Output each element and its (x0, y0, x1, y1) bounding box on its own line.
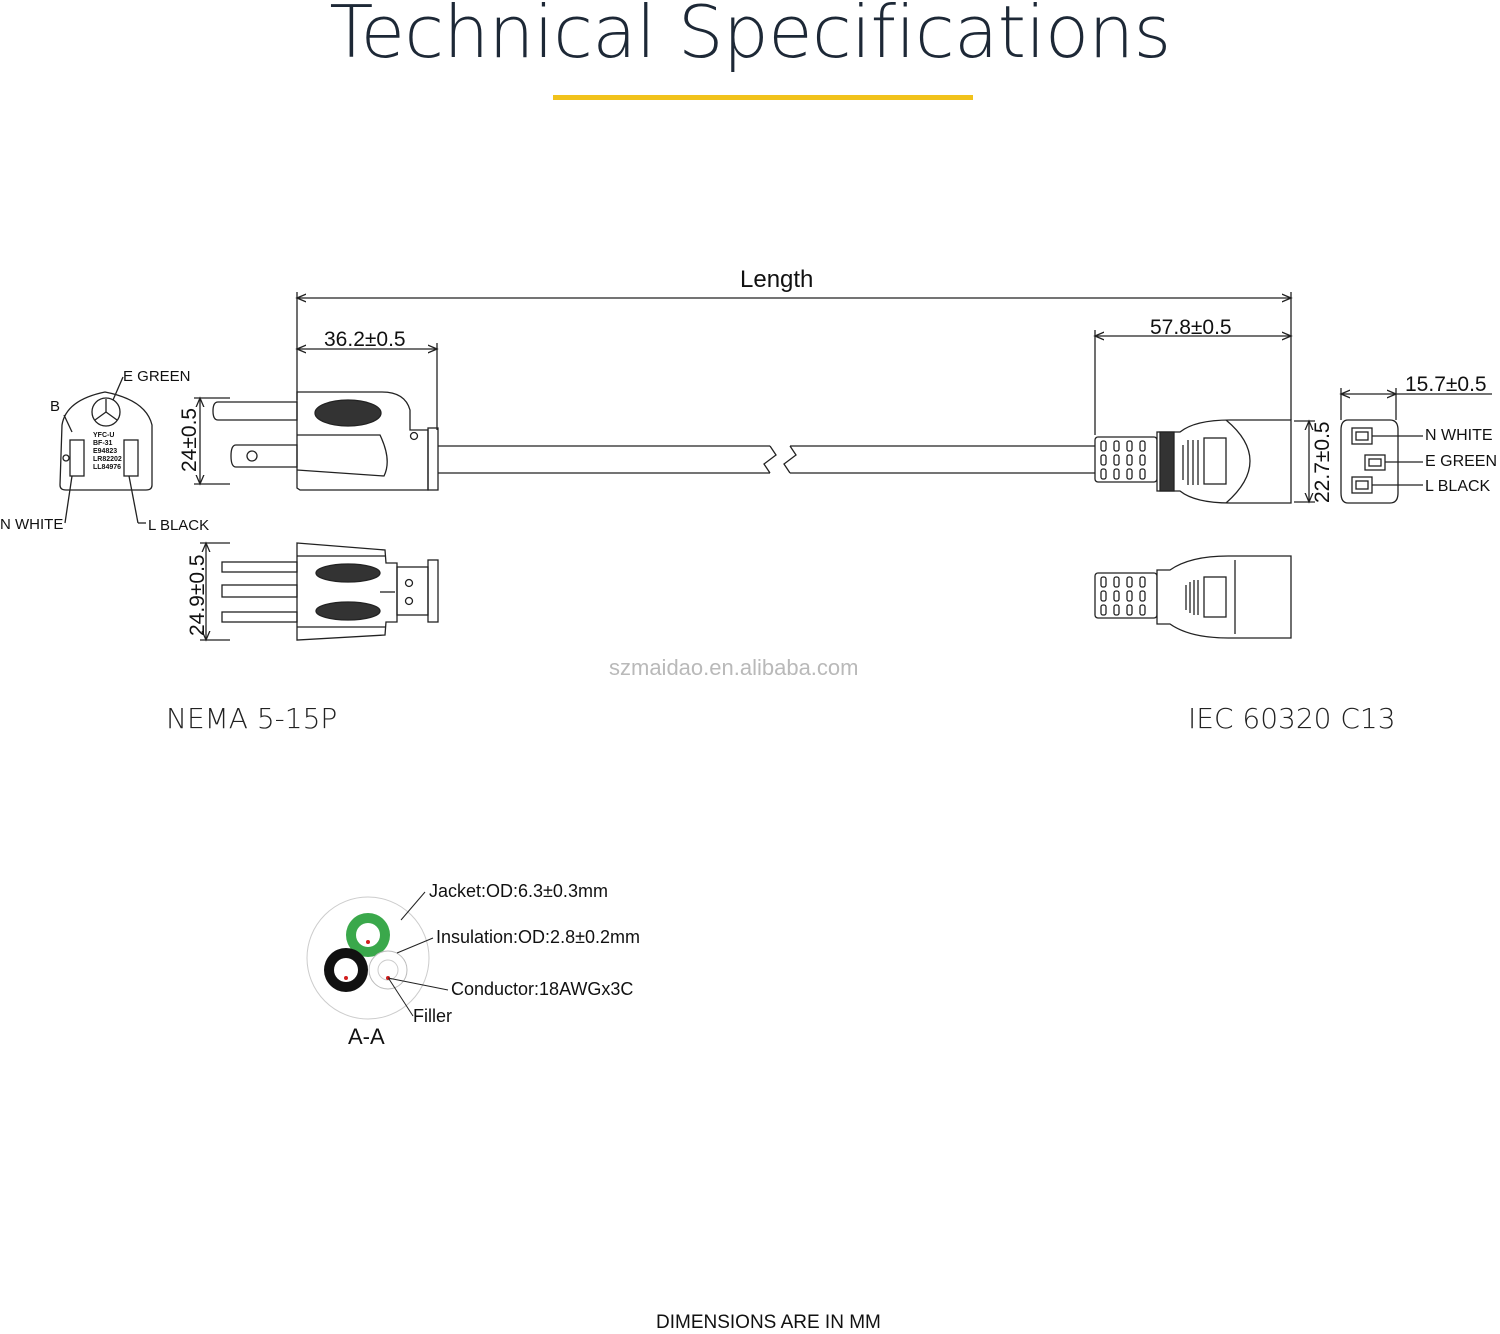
plug-width-label: 24.9±0.5 (186, 554, 209, 636)
jacket-label: Jacket:OD:6.3±0.3mm (429, 881, 608, 901)
page-title: Technical Specifications (329, 0, 1171, 74)
iec-connector-label: IEC 60320 C13 (1188, 702, 1396, 735)
connector-height-label: 22.7±0.5 (1311, 421, 1334, 503)
plug-height-label: 24±0.5 (178, 407, 201, 472)
connector-e-green-label: E GREEN (1425, 453, 1498, 470)
length-label: Length (740, 266, 814, 293)
footer-note: DIMENSIONS ARE IN MM (656, 1312, 881, 1333)
marking-line: LR82202 (93, 456, 122, 463)
title-underline (553, 95, 973, 100)
marking-line: YFC-U (93, 432, 115, 439)
filler-label: Filler (413, 1006, 452, 1026)
connector-face-width-label: 15.7±0.5 (1405, 373, 1487, 396)
section-label: A-A (348, 1024, 385, 1049)
plug-markings: YFC-U BF-31 E94823 LR82202 LL84976 (93, 432, 122, 472)
cable-cross-section (306, 891, 449, 1020)
plug-n-white-label: N WHITE (0, 516, 64, 533)
plug-e-green-label: E GREEN (123, 368, 191, 385)
connector-length-label: 57.8±0.5 (1150, 316, 1232, 339)
insulation-label: Insulation:OD:2.8±0.2mm (436, 927, 640, 947)
nema-plug-bottom-view (200, 543, 439, 640)
c13-connector-side-view (1094, 419, 1292, 504)
marking-line: BF-31 (93, 440, 113, 447)
nema-face-view (59, 376, 153, 524)
plug-b-label: B (50, 398, 61, 415)
nema-connector-label: NEMA 5-15P (166, 702, 338, 735)
conductor-label: Conductor:18AWGx3C (451, 979, 634, 999)
watermark: szmaidao.en.alibaba.com (609, 655, 859, 680)
connector-l-black-label: L BLACK (1425, 478, 1491, 495)
nema-plug-side-view (212, 391, 439, 491)
plug-length-label: 36.2±0.5 (324, 328, 406, 351)
connector-n-white-label: N WHITE (1425, 427, 1493, 444)
marking-line: E94823 (93, 448, 118, 455)
plug-l-black-label: L BLACK (148, 517, 210, 534)
marking-line: LL84976 (93, 464, 122, 471)
c13-face-view (1340, 419, 1423, 504)
c13-connector-bottom-view (1094, 555, 1292, 639)
